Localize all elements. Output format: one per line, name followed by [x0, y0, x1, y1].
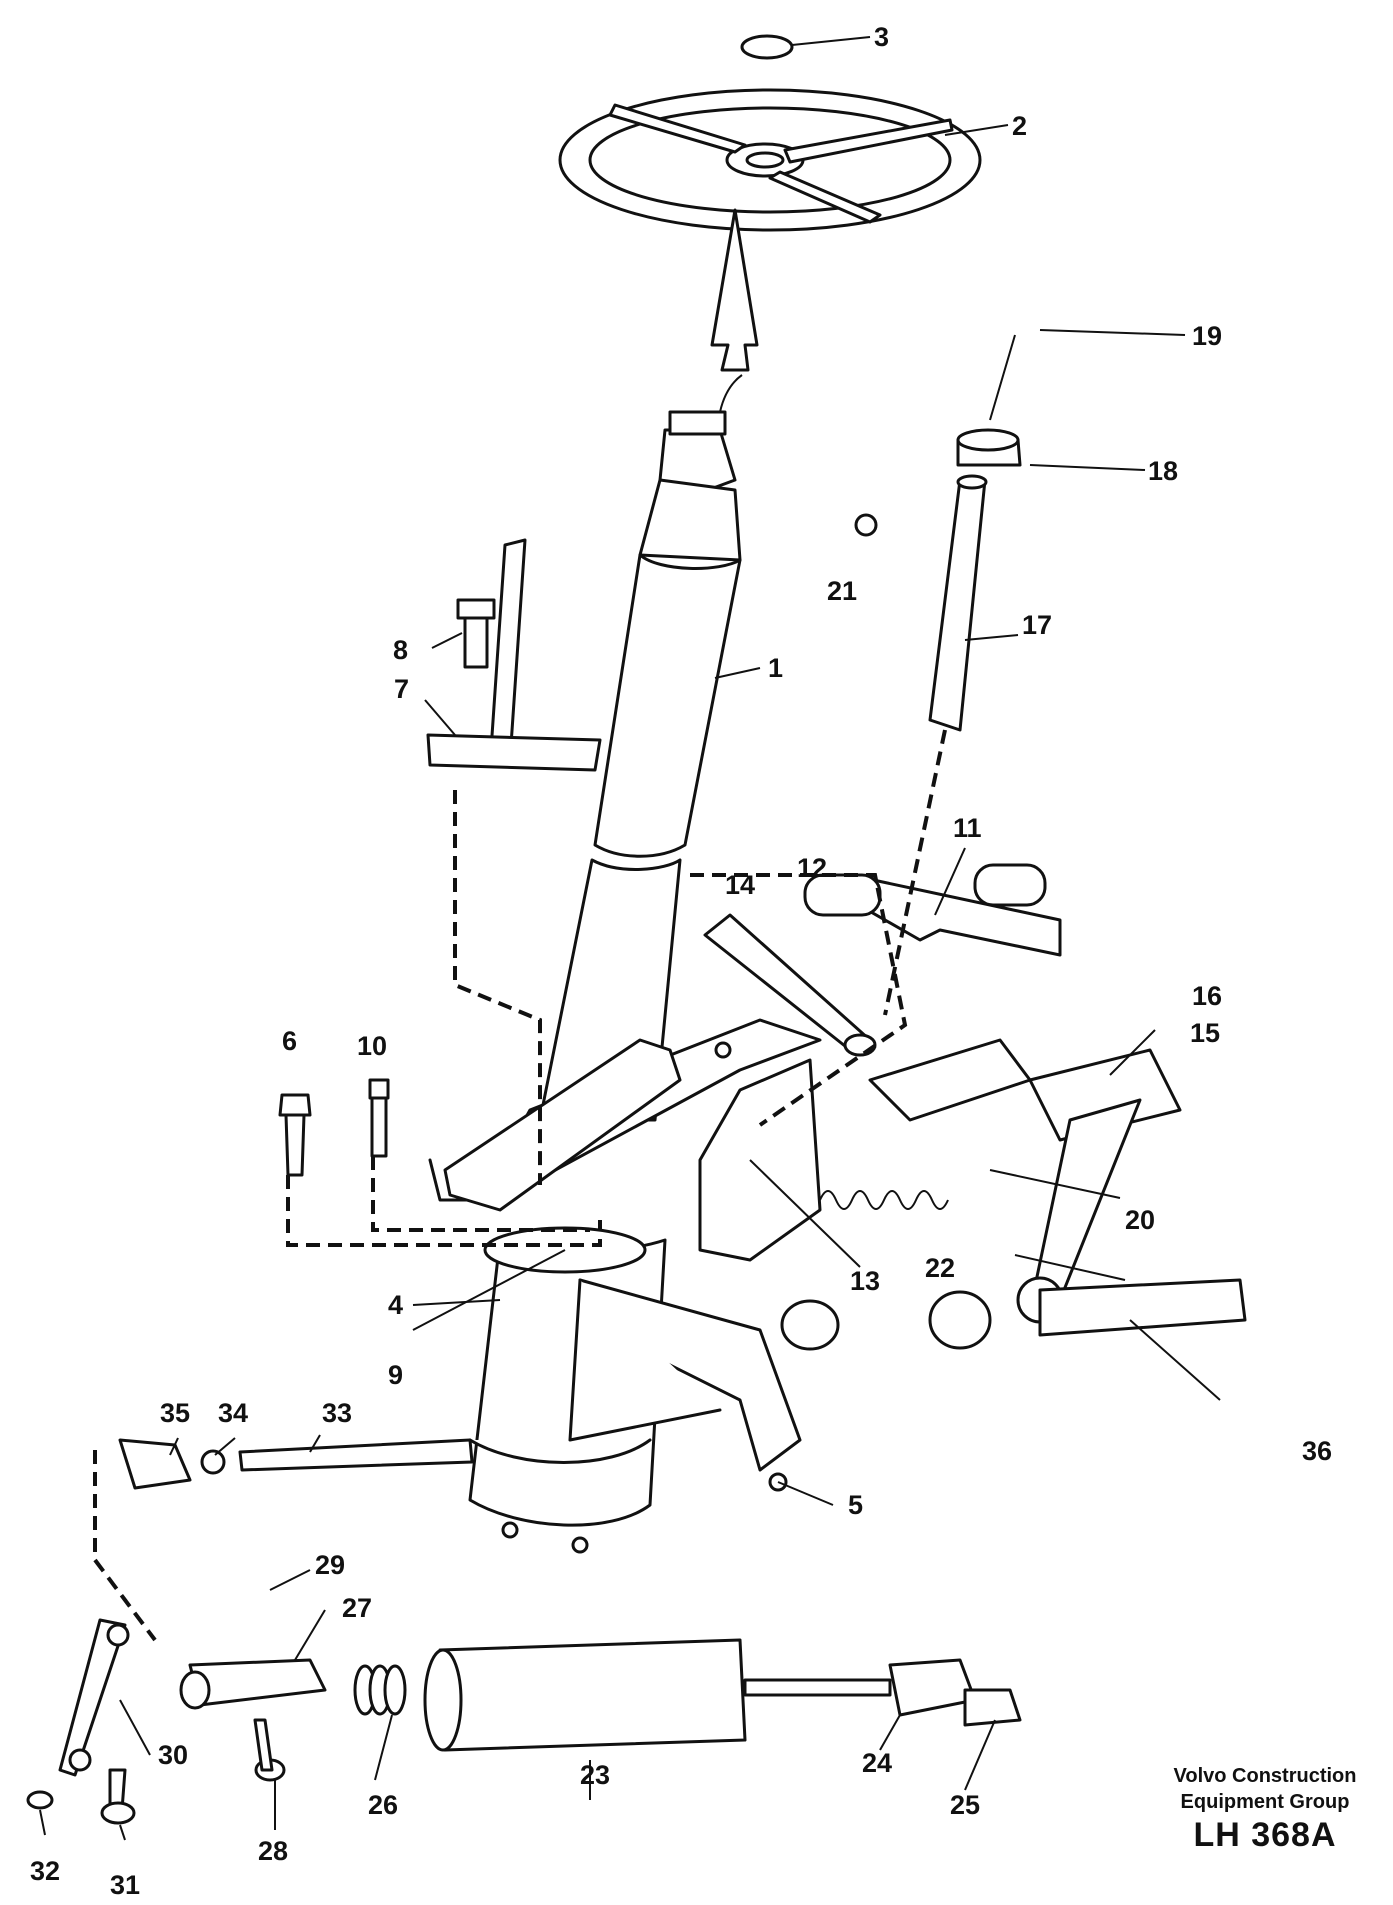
callout-14: 14	[725, 870, 756, 900]
callout-18: 18	[1148, 456, 1179, 486]
callout-2: 2	[1012, 111, 1028, 141]
company-line-2: Equipment Group	[1180, 1791, 1350, 1813]
callout-15: 15	[1190, 1018, 1221, 1048]
callout-36: 36	[1302, 1436, 1333, 1466]
leader-lines	[39, 36, 1221, 1841]
callout-7: 7	[394, 674, 410, 704]
callout-34: 34	[218, 1398, 249, 1428]
callout-30: 30	[158, 1740, 189, 1770]
callout-6: 6	[282, 1026, 298, 1056]
callout-12: 12	[797, 853, 828, 883]
callout-20: 20	[1125, 1205, 1156, 1235]
callout-32: 32	[30, 1856, 61, 1886]
callout-28: 28	[258, 1836, 289, 1866]
callout-31: 31	[110, 1870, 141, 1900]
assembly-line	[453, 790, 542, 1185]
callout-29: 29	[315, 1550, 346, 1580]
callout-25: 25	[950, 1790, 981, 1820]
callout-27: 27	[342, 1593, 373, 1623]
diagram-code: LH 368A	[1193, 1816, 1337, 1854]
bracket-plate	[426, 538, 602, 772]
callout-19: 19	[1192, 321, 1223, 351]
callout-8: 8	[393, 635, 409, 665]
callout-24: 24	[862, 1748, 893, 1778]
callout-10: 10	[357, 1031, 388, 1061]
spring	[819, 1190, 949, 1210]
callout-17: 17	[1022, 610, 1053, 640]
callout-33: 33	[322, 1398, 353, 1428]
callout-23: 23	[580, 1760, 611, 1790]
company-caption: Volvo Construction Equipment Group	[1140, 1763, 1390, 1815]
callout-35: 35	[160, 1398, 191, 1428]
left-linkage	[26, 1438, 474, 1825]
cap	[740, 34, 794, 60]
callout-22: 22	[925, 1253, 956, 1283]
assembly-line	[690, 873, 908, 1127]
callout-3: 3	[874, 22, 890, 52]
assembly-line	[883, 729, 947, 1016]
lever-assembly	[703, 863, 1182, 1324]
callout-11: 11	[953, 813, 982, 843]
callout-5: 5	[848, 1490, 864, 1520]
lever	[854, 334, 1022, 732]
linkage-rod	[1038, 1278, 1247, 1337]
assembly-arrow	[710, 208, 759, 372]
callout-13: 13	[850, 1266, 881, 1296]
callout-21: 21	[827, 576, 858, 606]
assembly-line	[371, 1156, 590, 1232]
steering-wheel	[558, 88, 982, 232]
lower-plate	[278, 1038, 682, 1212]
callout-26: 26	[368, 1790, 399, 1820]
callout-4: 4	[388, 1290, 404, 1320]
callout-9: 9	[388, 1360, 404, 1390]
company-line-1: Volvo Construction	[1173, 1765, 1357, 1787]
cylinder	[179, 1638, 1022, 1782]
assembly-line	[286, 1175, 602, 1247]
callout-1: 1	[768, 653, 784, 683]
callout-16: 16	[1192, 981, 1223, 1011]
